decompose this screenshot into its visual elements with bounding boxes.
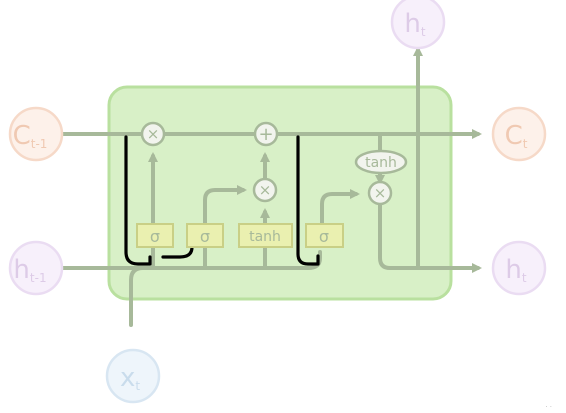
state-h-out: ht [390,0,446,50]
svg-text:×: × [147,125,160,143]
output-gate-to-multiply [320,189,360,226]
highlight-forget-path [124,135,152,266]
state-c-next: Ct [491,106,547,162]
x-input-line [129,266,145,327]
candidate-gate-box: tanh [238,223,293,248]
op-output-multiply: × [367,180,393,206]
state-h-next: ht [491,240,547,296]
op-output-tanh: tanh [354,149,408,175]
svg-text:Ct-1: Ct-1 [13,121,48,151]
state-x-in: xt [105,348,161,404]
svg-text:tanh: tanh [365,155,397,171]
svg-text:xt: xt [120,363,140,393]
highlight-output-path [296,135,320,266]
input-gate-to-multiply [203,185,247,226]
svg-text:σ: σ [319,227,329,246]
svg-text:×: × [259,181,272,199]
svg-text:tanh: tanh [249,229,281,245]
op-add: + [253,121,279,147]
output-gate-box: σ [305,223,344,248]
op-input-multiply: × [252,177,278,203]
svg-text:ht: ht [505,255,526,285]
svg-text:Ct: Ct [505,121,528,151]
svg-text:ht-1: ht-1 [13,255,46,285]
highlight-paths [124,135,320,266]
input-gate-box: σ [186,223,224,248]
output-to-hidden [378,203,482,273]
svg-text:×: × [374,184,387,202]
state-h-prev: ht-1 [8,240,64,296]
forget-gate-box: σ [136,223,174,248]
corner-mark: · · [545,403,552,411]
svg-text:σ: σ [150,227,160,246]
state-c-prev: Ct-1 [8,106,64,162]
svg-text:+: + [258,124,273,145]
highlight-input-path [161,245,194,259]
op-forget-multiply: × [140,121,166,147]
connector-lines [60,46,482,327]
svg-text:σ: σ [200,227,210,246]
svg-text:ht: ht [404,9,425,39]
